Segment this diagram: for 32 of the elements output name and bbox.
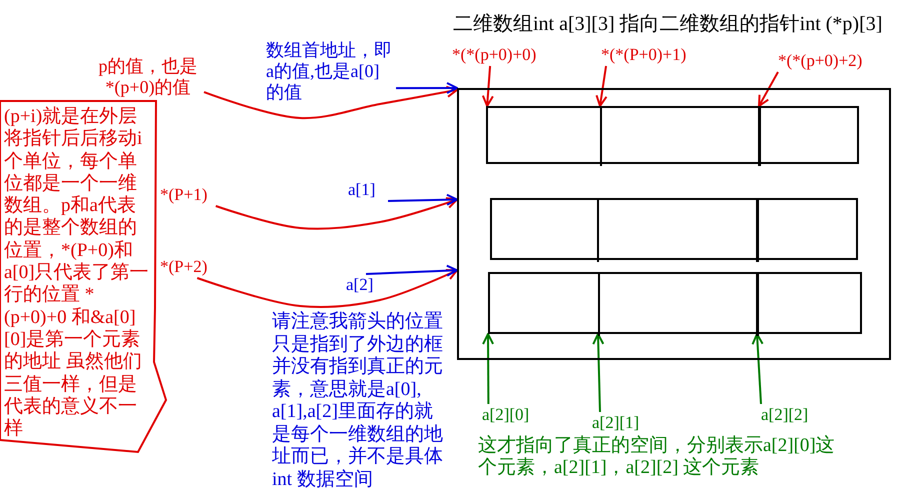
annotation-text: a[2] <box>346 274 386 296</box>
note-text: 请注意我箭头的位置只是指到了外边的框并没有指到真正的元素，意思就是a[0], a[1],a[2]里面存的就是每个一维数组的地址而已，并不是具体int 数据空间 <box>272 311 444 491</box>
diagram-title: 二维数组int a[3][3] 指向二维数组的指针int (*p)[3] <box>453 12 882 37</box>
arrow <box>482 66 494 107</box>
array-frame <box>457 88 891 360</box>
arrow <box>596 66 608 107</box>
arrow <box>388 194 458 206</box>
arrow <box>204 86 458 120</box>
arrow <box>366 264 458 277</box>
arrow <box>196 268 458 308</box>
note-text: 这才指向了真正的空间，分别表示a[2][0]这个元素，a[2][1]，a[2][2] 这个元素 <box>478 435 836 479</box>
annotation-text: a[2][0] <box>482 404 546 426</box>
array-row-box <box>488 272 862 334</box>
array-row-box <box>490 198 858 260</box>
arrow <box>396 82 458 94</box>
arrow <box>752 333 764 404</box>
arrow <box>592 333 604 412</box>
annotation-text: p的值，也是 *(p+0)的值 <box>92 56 204 100</box>
annotation-text: a[2][2] <box>761 404 825 426</box>
annotation-text: *(P+2) <box>160 256 222 278</box>
annotation-text: 数组首地址，即a的值,也是a[0] 的值 <box>266 40 398 106</box>
annotation-text: *(*(p+0)+0) <box>452 44 564 66</box>
annotation-text: *(P+1) <box>160 184 222 206</box>
note-text: (p+i)就是在外层将指针后后移动i个单位，每个单位都是一个一维数组。p和a代表的是整个数组的位置，*(P+0)和a[0]只代表了第一行的位置 *(p+0)+0 和&a[0][0]是第一个元素的地址 虽然他们三值一样，但是代表的意义不一样 <box>4 106 150 440</box>
annotation-text: a[2][1] <box>592 412 656 434</box>
annotation-text: *(*(p+0)+2) <box>778 50 890 72</box>
arrow <box>758 72 779 107</box>
arrow <box>482 333 494 404</box>
annotation-text: *(*(P+0)+1) <box>601 44 713 66</box>
array-row-box <box>486 106 859 164</box>
annotation-text: a[1] <box>348 179 388 201</box>
arrow <box>215 197 458 230</box>
